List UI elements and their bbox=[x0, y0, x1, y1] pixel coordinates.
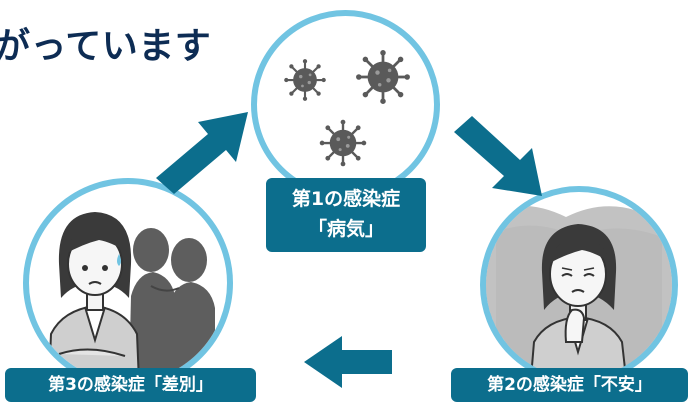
page-title: がっています bbox=[0, 26, 212, 67]
circle-disease bbox=[251, 10, 440, 199]
circle-anxiety bbox=[480, 186, 678, 384]
arrow-left-icon bbox=[304, 336, 392, 388]
discriminated-person-icon bbox=[47, 212, 215, 382]
circle-discrimination bbox=[23, 178, 233, 388]
label-first-line2: 「病気」 bbox=[307, 218, 384, 240]
label-first-infection: 第1の感染症 「病気」 bbox=[266, 178, 426, 252]
label-third-infection: 第3の感染症「差別」 bbox=[5, 368, 256, 402]
label-first-line1: 第1の感染症 bbox=[291, 188, 401, 210]
arrow-down-right-icon bbox=[454, 116, 542, 196]
label-second-infection: 第2の感染症「不安」 bbox=[451, 368, 688, 402]
arrow-up-right-icon bbox=[156, 112, 248, 194]
virus-icon bbox=[283, 48, 412, 168]
anxious-person-icon bbox=[486, 205, 672, 378]
